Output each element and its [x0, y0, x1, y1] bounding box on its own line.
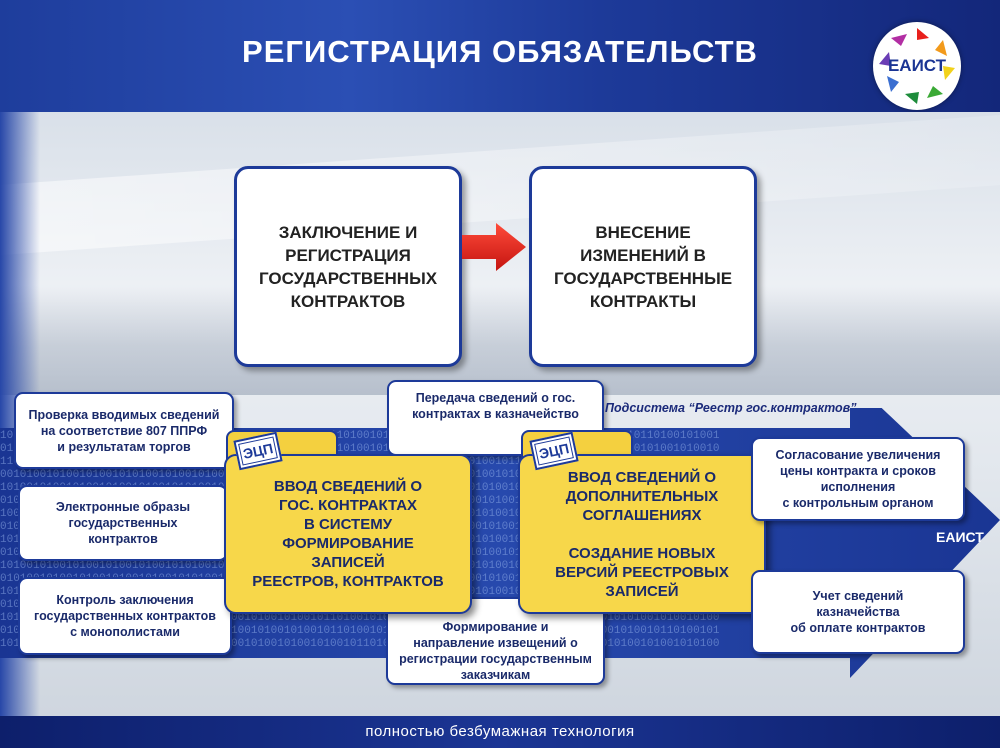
- stamp-right-text: ЭЦП: [537, 440, 571, 462]
- right-item-2: Учет сведений казначейства об оплате кон…: [751, 570, 965, 654]
- step-conclusion-box: ЗАКЛЮЧЕНИЕ И РЕГИСТРАЦИЯ ГОСУДАРСТВЕННЫХ…: [234, 166, 462, 367]
- right-item-1-text: Согласование увеличения цены контракта и…: [775, 448, 941, 510]
- header-band: [0, 0, 1000, 112]
- left-item-2: Электронные образы государственных контр…: [18, 485, 228, 561]
- footer-band: [0, 716, 1000, 748]
- step-changes-text: ВНЕСЕНИЕ ИЗМЕНЕНИЙ В ГОСУДАРСТВЕННЫЕ КОН…: [553, 222, 733, 311]
- subsystem-label: Подсистема “Реестр гос.контрактов”: [605, 401, 857, 415]
- stamp-left-text: ЭЦП: [241, 440, 275, 462]
- yellow-left-box: ВВОД СВЕДЕНИЙ О ГОС. КОНТРАКТАХ В СИСТЕМ…: [224, 454, 472, 614]
- right-item-2-text: Учет сведений казначейства об оплате кон…: [790, 589, 926, 635]
- left-item-2-text: Электронные образы государственных контр…: [55, 500, 191, 546]
- left-item-3-text: Контроль заключения государственных конт…: [34, 593, 216, 639]
- yellow-left-text: ВВОД СВЕДЕНИЙ О ГОС. КОНТРАКТАХ В СИСТЕМ…: [252, 478, 444, 590]
- step-conclusion-text: ЗАКЛЮЧЕНИЕ И РЕГИСТРАЦИЯ ГОСУДАРСТВЕННЫХ…: [258, 222, 438, 311]
- band-label: ЕАИСТ: [936, 529, 984, 545]
- logo-text: ЕАИСТ: [887, 56, 947, 75]
- right-item-1: Согласование увеличения цены контракта и…: [751, 437, 965, 521]
- logo-arrows-icon: [879, 28, 955, 104]
- eaist-logo: ЕАИСТ: [873, 22, 961, 110]
- page-title: РЕГИСТРАЦИЯ ОБЯЗАТЕЛЬСТВ: [242, 34, 758, 69]
- left-item-1-text: Проверка вводимых сведений на соответств…: [28, 407, 220, 454]
- left-item-1: Проверка вводимых сведений на соответств…: [14, 392, 234, 469]
- city-skyline: [0, 285, 1000, 395]
- center-top-text: Передача сведений о гос. контрактах в ка…: [412, 391, 579, 421]
- yellow-right-box: ВВОД СВЕДЕНИЙ О ДОПОЛНИТЕЛЬНЫХ СОГЛАШЕНИ…: [518, 454, 766, 614]
- red-arrow-icon: [462, 223, 526, 271]
- center-bottom-text: Формирование и направление извещений о р…: [399, 620, 592, 682]
- footer-text: полностью безбумажная технология: [365, 723, 635, 740]
- step-changes-box: ВНЕСЕНИЕ ИЗМЕНЕНИЙ В ГОСУДАРСТВЕННЫЕ КОН…: [529, 166, 757, 367]
- left-item-3: Контроль заключения государственных конт…: [18, 577, 232, 655]
- yellow-right-text: ВВОД СВЕДЕНИЙ О ДОПОЛНИТЕЛЬНЫХ СОГЛАШЕНИ…: [555, 468, 729, 600]
